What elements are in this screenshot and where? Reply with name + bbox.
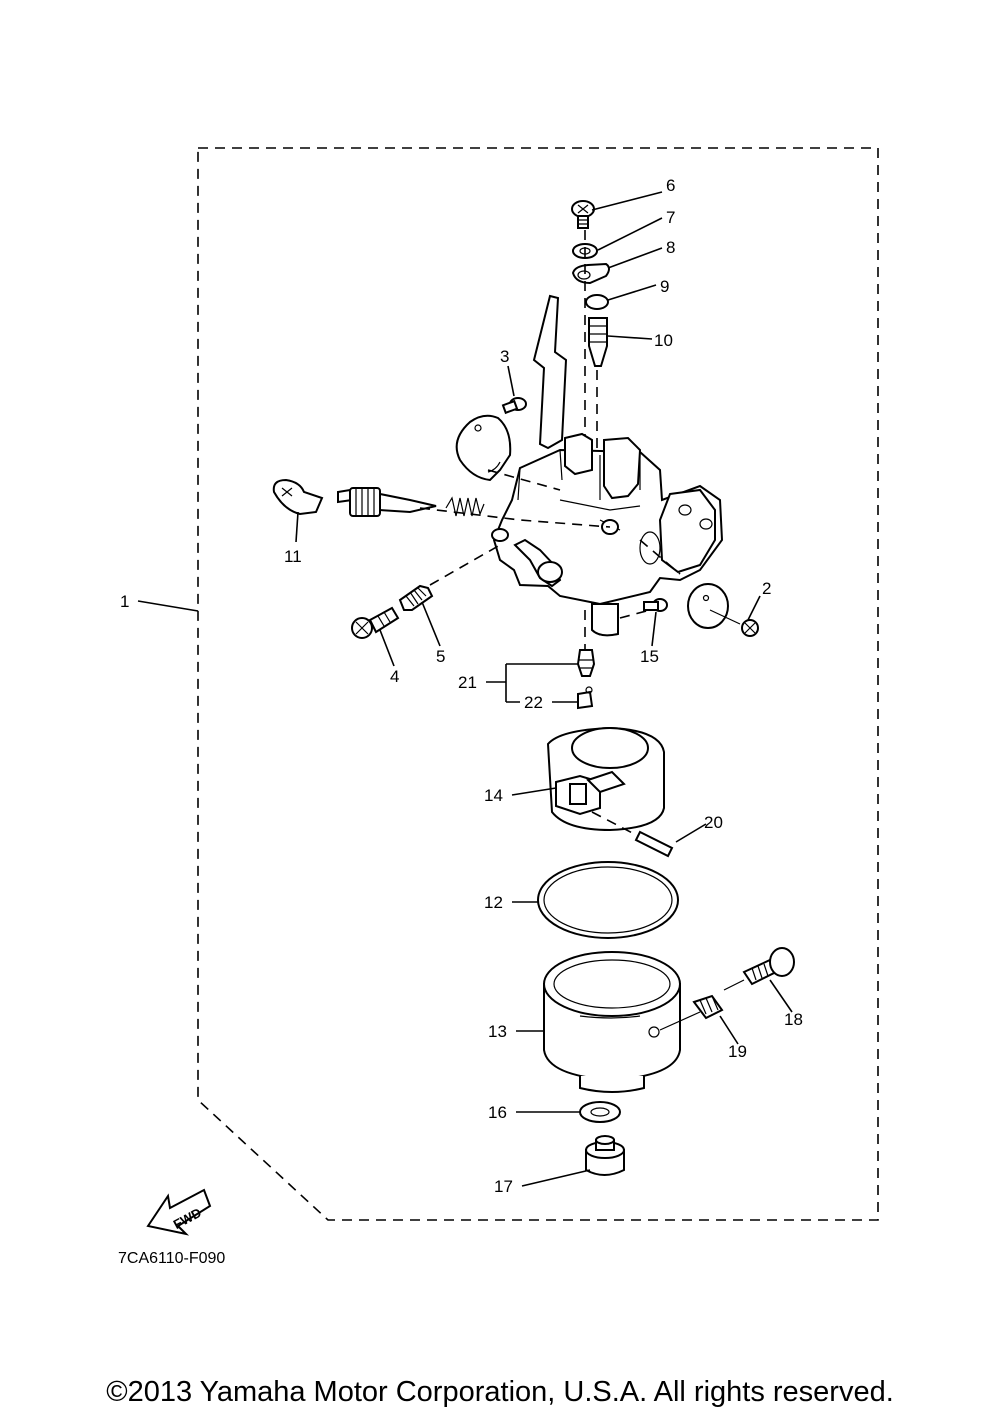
callout-18: 18 bbox=[784, 1010, 803, 1029]
callout-21: 21 bbox=[458, 673, 477, 692]
fwd-arrow-icon: FWD bbox=[146, 1188, 212, 1236]
callout-12: 12 bbox=[484, 893, 503, 912]
part-9-o-ring[interactable] bbox=[585, 294, 609, 310]
part-8-plate[interactable] bbox=[571, 262, 610, 285]
callout-4: 4 bbox=[390, 667, 399, 686]
part-6-screw[interactable] bbox=[571, 200, 595, 229]
callout-5: 5 bbox=[436, 647, 445, 666]
callout-7: 7 bbox=[666, 208, 675, 227]
copyright-notice: ©2013 Yamaha Motor Corporation, U.S.A. A… bbox=[106, 1376, 894, 1408]
part-3-screw[interactable] bbox=[501, 397, 527, 415]
axis-line bbox=[419, 507, 611, 528]
axis-line bbox=[487, 469, 561, 491]
part-11-throttle-stop[interactable] bbox=[272, 478, 324, 516]
part-20-pin[interactable] bbox=[591, 811, 674, 858]
pilot-spring[interactable] bbox=[445, 496, 485, 517]
axis-line bbox=[619, 609, 651, 619]
part-10-jet[interactable] bbox=[588, 317, 608, 367]
part-16-washer[interactable] bbox=[579, 1101, 621, 1123]
callout-6: 6 bbox=[666, 176, 675, 195]
callout-1: 1 bbox=[120, 592, 129, 611]
part-12-gasket[interactable] bbox=[537, 861, 679, 939]
callout-14: 14 bbox=[484, 786, 503, 805]
axis-line bbox=[639, 539, 681, 575]
callout-20: 20 bbox=[704, 813, 723, 832]
part-15-screw[interactable] bbox=[643, 598, 668, 612]
part-14-float[interactable] bbox=[546, 726, 665, 832]
pilot-screw[interactable] bbox=[337, 487, 437, 517]
part-4-screw[interactable] bbox=[351, 606, 400, 639]
part-21-main-jet[interactable] bbox=[576, 649, 596, 677]
choke-lever bbox=[532, 294, 568, 450]
callout-15: 15 bbox=[640, 647, 659, 666]
callout-9: 9 bbox=[660, 277, 669, 296]
part-18-drain-screw[interactable] bbox=[723, 947, 795, 991]
part-17-drain-plug[interactable] bbox=[585, 1135, 625, 1176]
part-5-spring[interactable] bbox=[398, 584, 434, 611]
callout-3: 3 bbox=[500, 347, 509, 366]
figure-code: 7CA6110-F090 bbox=[118, 1250, 225, 1267]
choke-plate[interactable] bbox=[455, 414, 512, 482]
callout-17: 17 bbox=[494, 1177, 513, 1196]
callout-labels: 1 2 3 4 5 6 7 8 9 10 11 12 13 14 15 16 1… bbox=[120, 176, 803, 1196]
callout-10: 10 bbox=[654, 331, 673, 350]
callout-8: 8 bbox=[666, 238, 675, 257]
callout-11: 11 bbox=[284, 547, 302, 566]
assembly-boundary bbox=[197, 147, 879, 1221]
axis-line bbox=[429, 544, 501, 586]
part-19-spring[interactable] bbox=[659, 994, 724, 1031]
callout-16: 16 bbox=[488, 1103, 507, 1122]
callout-19: 19 bbox=[728, 1042, 747, 1061]
callout-13: 13 bbox=[488, 1022, 507, 1041]
callout-22: 22 bbox=[524, 693, 543, 712]
leader-lines bbox=[137, 191, 793, 1187]
part-13-float-bowl[interactable] bbox=[543, 951, 681, 1093]
part-2-plate-screw[interactable] bbox=[687, 583, 759, 637]
part-22-clip[interactable] bbox=[577, 686, 594, 710]
callout-2: 2 bbox=[762, 579, 771, 598]
